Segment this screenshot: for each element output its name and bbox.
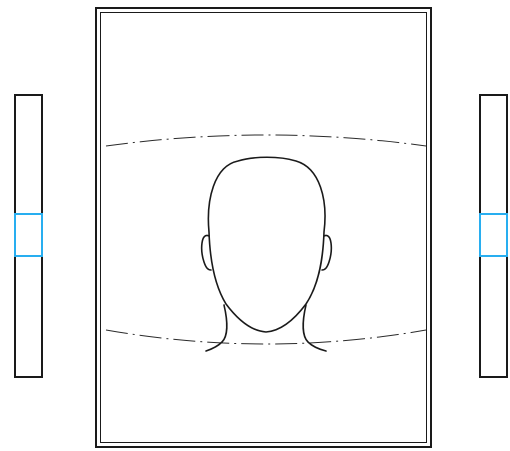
head-silhouette-icon (202, 157, 332, 351)
top-guide-line (106, 135, 426, 146)
